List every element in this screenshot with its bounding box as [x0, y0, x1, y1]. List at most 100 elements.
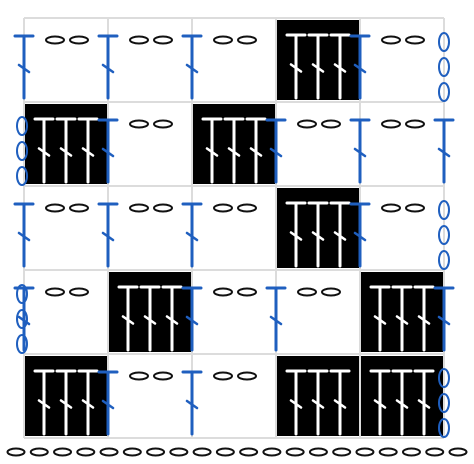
stitch-slash [143, 315, 157, 325]
treble-stitch-filled [161, 285, 183, 352]
open-mesh [265, 118, 341, 184]
chain-stitch [237, 287, 257, 297]
filled-block-stitches [117, 285, 183, 352]
turning-chain [438, 393, 450, 413]
chain-stitch [237, 35, 257, 45]
stitch-slash [333, 231, 347, 241]
stitch-slash [333, 399, 347, 409]
treble-stitch-open [97, 34, 119, 100]
stitch-slash [353, 231, 367, 242]
stitch-slash [101, 399, 115, 410]
chain-stitch [381, 119, 401, 129]
filled-block-stitches [369, 369, 435, 436]
stitch-slash [59, 147, 73, 157]
foundation-chain-stitch [355, 447, 375, 457]
chain-stitch [321, 287, 341, 297]
foundation-chain-stitch [285, 447, 305, 457]
treble-stitch-filled [369, 369, 391, 436]
stitch-slash [311, 399, 325, 409]
open-mesh [181, 202, 257, 268]
open-mesh [349, 34, 425, 100]
turning-chain [16, 166, 28, 186]
open-mesh [181, 34, 257, 100]
treble-stitch-filled [391, 369, 413, 436]
treble-stitch-filled [55, 117, 77, 184]
open-mesh [265, 286, 341, 352]
stitch-slash [205, 147, 219, 157]
turning-chain [438, 368, 450, 388]
open-mesh [181, 286, 257, 352]
open-mesh [349, 202, 425, 268]
stitch-slash [249, 147, 263, 157]
treble-stitch-open [349, 118, 371, 184]
chain-stitch [381, 35, 401, 45]
treble-stitch-edge [433, 286, 455, 352]
foundation-chain-stitch [308, 447, 328, 457]
foundation-chain-stitch [29, 447, 49, 457]
turning-chain [16, 116, 28, 136]
treble-stitch-filled [413, 285, 435, 352]
foundation-chain-stitch [122, 447, 142, 457]
treble-stitch-open [349, 34, 371, 100]
chain-stitch [237, 203, 257, 213]
stitch-slash [437, 147, 451, 158]
stitch-slash [353, 63, 367, 74]
treble-stitch-filled [307, 201, 329, 268]
stitch-slash [311, 63, 325, 73]
stitch-slash [311, 231, 325, 241]
row-edge [433, 286, 455, 352]
treble-stitch-open [265, 118, 287, 184]
filled-block-stitches [285, 201, 351, 268]
treble-stitch-open [181, 370, 203, 436]
treble-stitch-filled [77, 369, 99, 436]
foundation-chain-stitch [239, 447, 259, 457]
chain-stitch [213, 287, 233, 297]
row-edge [438, 200, 450, 270]
treble-stitch-filled [369, 285, 391, 352]
treble-stitch-filled [117, 285, 139, 352]
open-mesh [97, 118, 173, 184]
foundation-chain-stitch [215, 447, 235, 457]
chain-stitch [405, 203, 425, 213]
treble-stitch-filled [285, 369, 307, 436]
stitch-slash [269, 315, 283, 326]
chain-stitch [153, 203, 173, 213]
treble-stitch-open [181, 202, 203, 268]
open-mesh [13, 202, 89, 268]
chain-stitch [153, 35, 173, 45]
treble-stitch-open [181, 286, 203, 352]
stitch-slash [59, 399, 73, 409]
stitch-slash [395, 315, 409, 325]
treble-stitch-filled [307, 369, 329, 436]
stitch-slash [185, 399, 199, 410]
stitch-slash [17, 231, 31, 242]
filled-block-stitches [369, 285, 435, 352]
stitch-slash [437, 315, 451, 326]
turning-chain [438, 57, 450, 77]
stitch-slash [417, 315, 431, 325]
stitch-slash [101, 63, 115, 74]
turning-chain [438, 225, 450, 245]
treble-stitch-open [181, 34, 203, 100]
chain-stitch [381, 203, 401, 213]
chain-stitch [321, 119, 341, 129]
treble-stitch-filled [77, 117, 99, 184]
chain-stitch [213, 203, 233, 213]
stitch-slash [373, 399, 387, 409]
foundation-chain-stitch [169, 447, 189, 457]
open-mesh [97, 370, 173, 436]
chain-stitch [405, 119, 425, 129]
turning-chain [438, 82, 450, 102]
turning-chain [438, 418, 450, 438]
turning-chain [16, 284, 28, 304]
treble-stitch-filled [413, 369, 435, 436]
chain-stitch [45, 287, 65, 297]
foundation-chain-stitch [99, 447, 119, 457]
open-mesh [97, 202, 173, 268]
treble-stitch-filled [391, 285, 413, 352]
stitch-slash [185, 63, 199, 74]
chain-stitch [129, 119, 149, 129]
chain-stitch [129, 371, 149, 381]
treble-stitch-open [349, 202, 371, 268]
stitch-slash [417, 399, 431, 409]
